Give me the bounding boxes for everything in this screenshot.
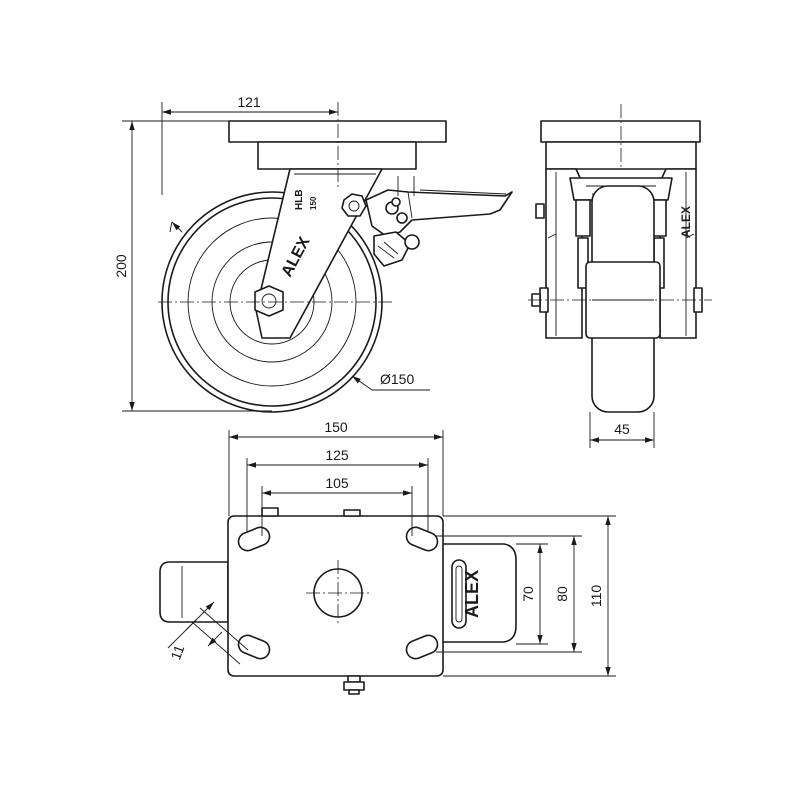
dim-wheel-width: 45 bbox=[589, 412, 655, 448]
grease-nipple bbox=[343, 675, 365, 695]
model-bottom-text: 150 bbox=[309, 196, 318, 210]
top-wheel-left bbox=[159, 561, 229, 623]
dim-hole-spacing-inner-label: 105 bbox=[325, 475, 349, 491]
fork-leg: HLB 150 ALEX bbox=[254, 168, 383, 339]
kingpin-nut bbox=[341, 193, 367, 217]
top-plate-tab bbox=[343, 509, 361, 517]
dim-slot-width: 11 bbox=[167, 601, 249, 665]
dim-wheel-diameter: Ø150 bbox=[169, 221, 430, 391]
dim-hole-spacing-width-inner-label: 70 bbox=[520, 586, 536, 602]
dim-hole-spacing-outer-label: 125 bbox=[325, 447, 349, 463]
dim-hole-spacing-inner: 105 bbox=[261, 475, 413, 536]
top-plate bbox=[227, 515, 444, 677]
front-top-plate bbox=[540, 120, 701, 143]
side-view: HLB 150 ALEX 121 200 Ø150 bbox=[113, 94, 513, 413]
brand-logo-front: ALEX bbox=[679, 206, 693, 238]
front-view: ALEX 45 bbox=[528, 104, 712, 448]
dim-hole-spacing-width-inner: 70 bbox=[516, 543, 548, 645]
dim-plate-length: 150 bbox=[228, 419, 444, 516]
dim-mount-offset: 121 bbox=[161, 94, 338, 195]
dim-slot-width-label: 11 bbox=[167, 643, 187, 662]
dim-wheel-diameter-label: Ø150 bbox=[380, 371, 414, 387]
mounting-slots bbox=[237, 526, 439, 660]
dim-total-height: 200 bbox=[113, 120, 272, 412]
dim-plate-width-label: 110 bbox=[588, 585, 604, 608]
dim-plate-width: 110 bbox=[443, 515, 616, 677]
dim-hole-spacing-outer: 125 bbox=[246, 447, 429, 532]
dim-mount-offset-label: 121 bbox=[237, 94, 261, 110]
brake-mechanism bbox=[365, 176, 513, 267]
dim-hole-spacing-width-outer-label: 80 bbox=[554, 586, 570, 602]
model-top-text: HLB bbox=[294, 189, 305, 210]
axle-nut bbox=[254, 285, 284, 317]
top-view: ALEX 150 bbox=[159, 419, 616, 695]
side-swivel-head bbox=[257, 141, 417, 170]
dim-total-height-label: 200 bbox=[113, 254, 129, 278]
dim-hole-spacing-width-outer: 80 bbox=[436, 535, 582, 653]
side-top-plate bbox=[228, 120, 447, 143]
brand-logo-top: ALEX bbox=[462, 570, 482, 618]
dim-wheel-width-label: 45 bbox=[614, 421, 630, 437]
dim-plate-length-label: 150 bbox=[324, 419, 348, 435]
front-wheel bbox=[585, 185, 661, 413]
